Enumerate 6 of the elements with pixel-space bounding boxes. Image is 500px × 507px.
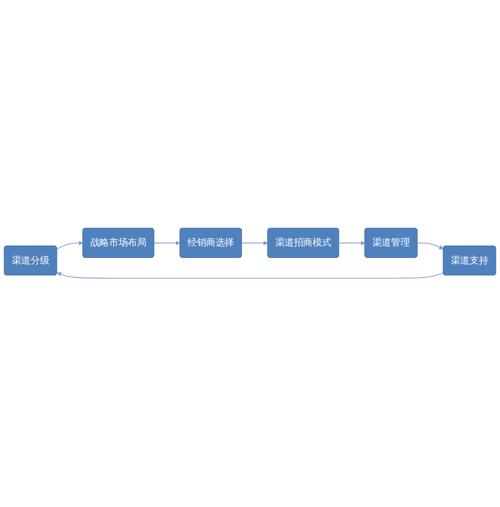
arrow <box>154 241 180 246</box>
arrow <box>338 241 366 246</box>
arrow <box>56 272 444 279</box>
arrow <box>242 241 268 246</box>
arrow <box>417 242 444 250</box>
arrow <box>56 241 84 250</box>
